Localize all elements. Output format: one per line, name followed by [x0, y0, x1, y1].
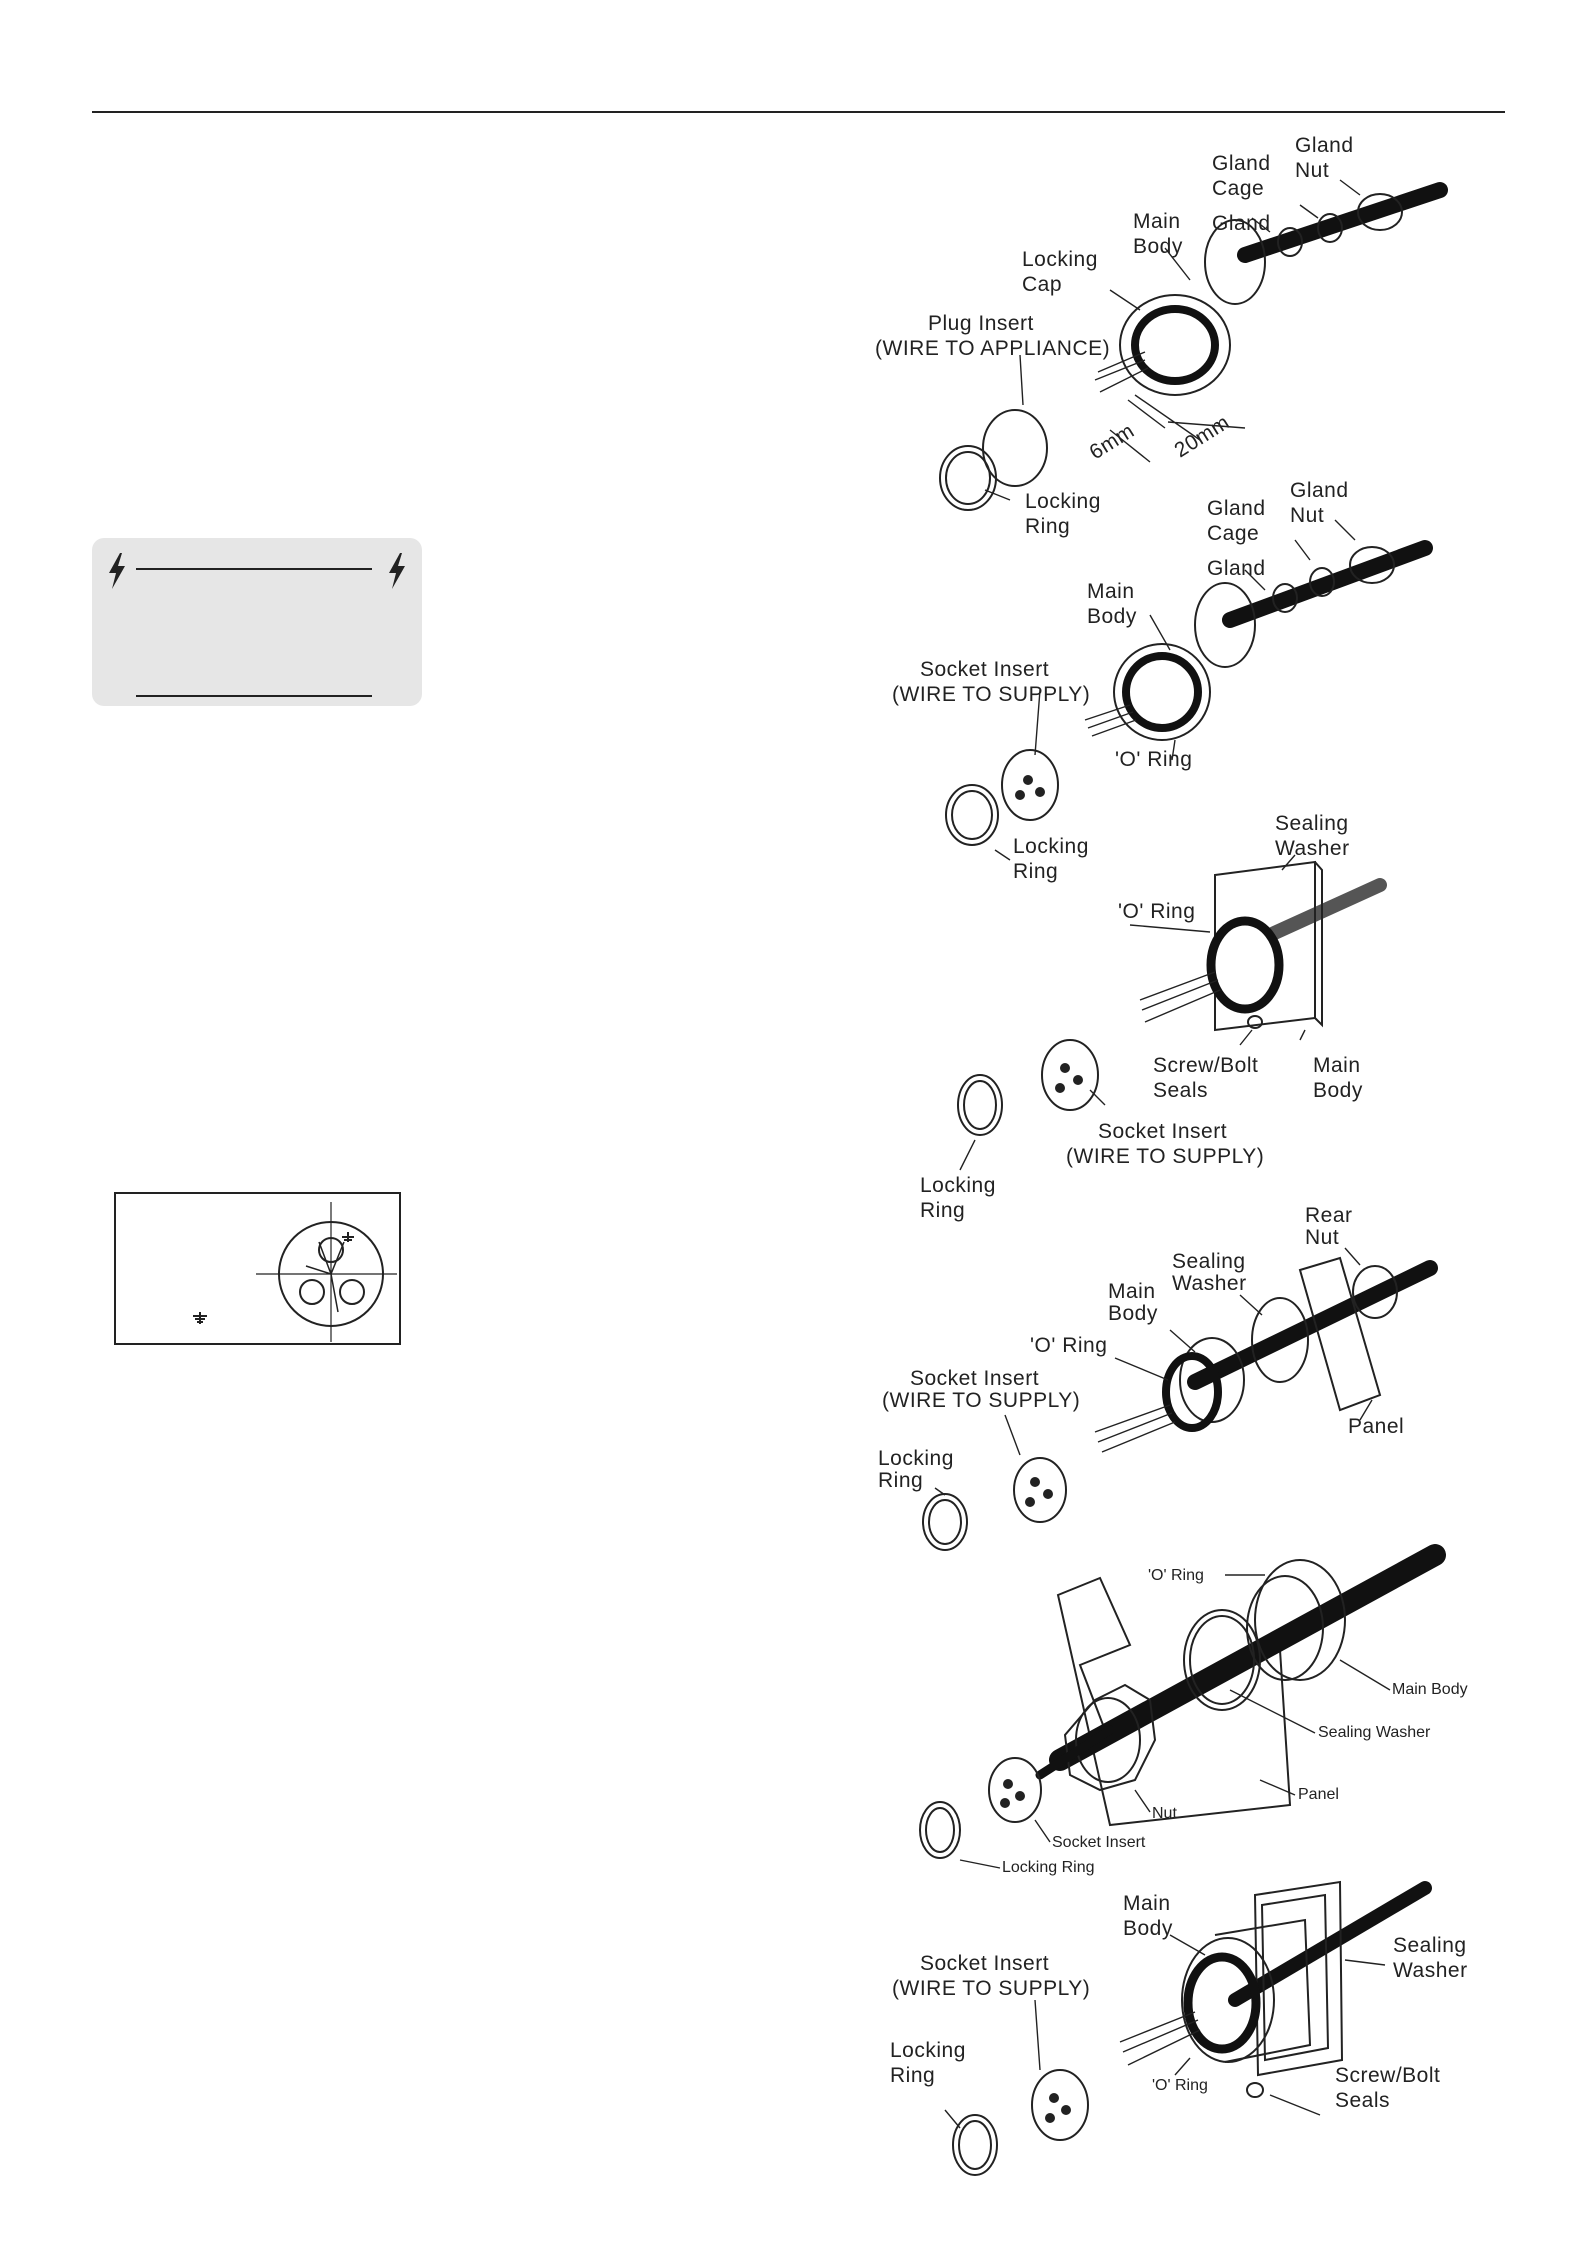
label-dim-20mm: 20mm: [1170, 411, 1233, 462]
earth-symbol-icon: [342, 1232, 354, 1242]
lightning-bolt-icon: [389, 553, 405, 589]
label-plug-insert: Plug Insert(WIRE TO APPLIANCE): [875, 312, 1110, 360]
label-sealing-washer: Sealing Washer: [1318, 1724, 1431, 1741]
warning-bottom-rule: [136, 695, 372, 697]
label-panel: Panel: [1348, 1415, 1404, 1438]
label-main-body: Main Body: [1392, 1681, 1468, 1698]
wiring-diagram: [114, 1192, 401, 1345]
label-dim-6mm: 6mm: [1085, 419, 1138, 464]
label-nut: Nut: [1152, 1805, 1177, 1822]
label-socket-insert: Socket Insert(WIRE TO SUPPLY): [882, 1367, 1080, 1412]
label-locking-ring: Locking Ring: [1002, 1859, 1095, 1876]
label-o-ring: 'O' Ring: [1118, 900, 1195, 923]
label-socket-insert: Socket Insert(WIRE TO SUPPLY): [892, 1952, 1090, 2000]
label-panel: Panel: [1298, 1786, 1339, 1803]
label-o-ring: 'O' Ring: [1152, 2077, 1208, 2094]
label-o-ring: 'O' Ring: [1030, 1334, 1107, 1357]
label-socket-insert: Socket Insert(WIRE TO SUPPLY): [1066, 1120, 1264, 1168]
label-gland: Gland: [1212, 212, 1271, 235]
label-o-ring: 'O' Ring: [1148, 1567, 1204, 1584]
label-o-ring: 'O' Ring: [1115, 748, 1192, 771]
lightning-bolt-icon: [109, 553, 125, 589]
warning-top-rule: [136, 568, 372, 570]
earth-symbol-icon: [193, 1312, 207, 1324]
diagram-panel-front-nut: 'O' Ring Main Body Sealing Washer Panel …: [919, 1544, 1468, 1876]
label-gland: Gland: [1207, 557, 1266, 580]
header-rule: [92, 111, 1505, 113]
label-socket-insert: Socket Insert(WIRE TO SUPPLY): [892, 658, 1090, 706]
label-socket-insert: Socket Insert: [1052, 1834, 1146, 1851]
warning-panel: [92, 538, 422, 706]
